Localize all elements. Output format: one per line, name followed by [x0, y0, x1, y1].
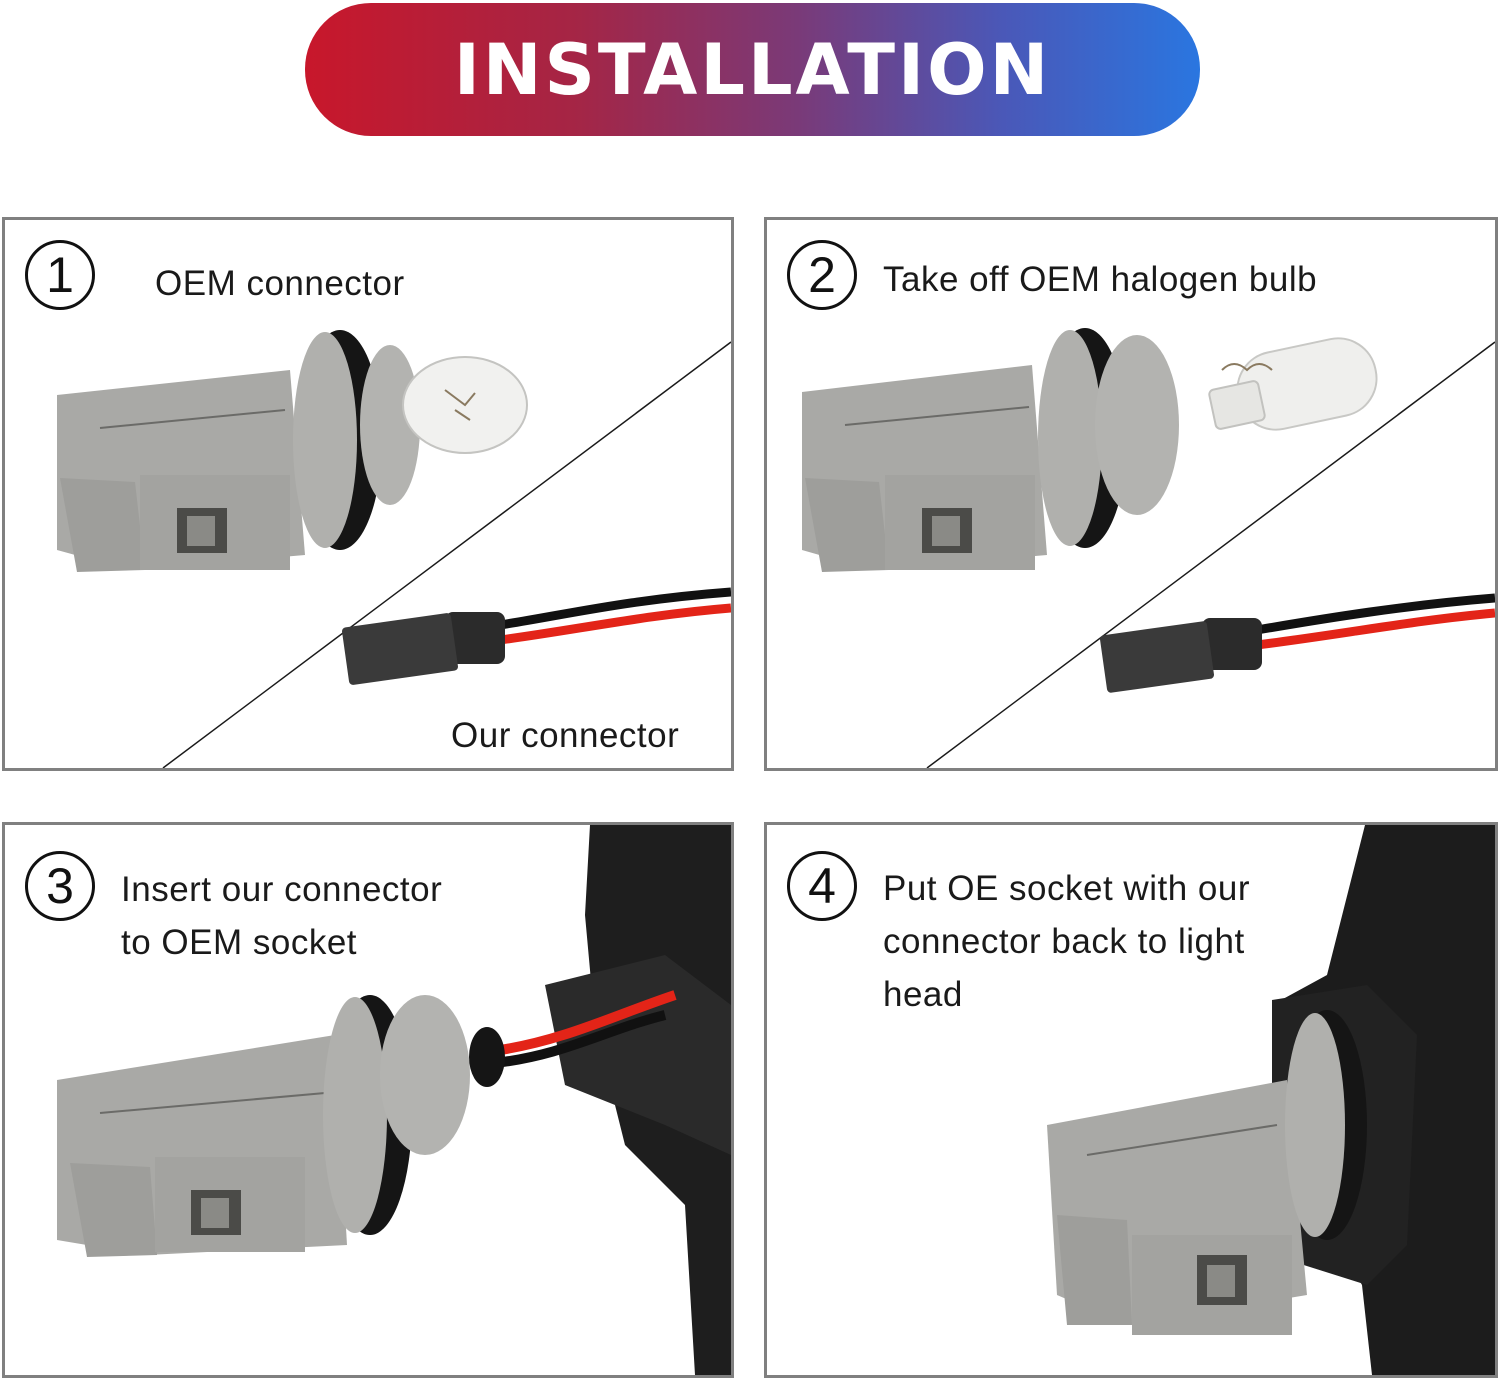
oem-connector-illustration [57, 330, 731, 768]
step-3-caption-line-2: to OEM socket [121, 923, 358, 962]
step-4-caption-line-1: Put OE socket with our [883, 869, 1250, 908]
step-4-caption-line-2: connector back to light [883, 922, 1245, 961]
step-number-badge: 2 [787, 240, 857, 310]
reassemble-illustration [1047, 825, 1495, 1375]
step-panel-2: 2 Take off OEM halogen bulb [764, 217, 1498, 771]
title-banner: INSTALLATION [305, 3, 1200, 136]
step-panel-3: 3 Insert our connector to OEM socket [2, 822, 734, 1378]
remove-bulb-illustration [802, 328, 1495, 768]
step-panel-1: 1 OEM connector Our connector [2, 217, 734, 771]
step-4-caption-line-3: head [883, 975, 963, 1014]
step-3-caption-line-1: Insert our connector [121, 870, 443, 909]
step-number-badge: 3 [25, 851, 95, 921]
step-number-badge: 1 [25, 240, 95, 310]
step-number-badge: 4 [787, 851, 857, 921]
insert-connector-illustration [57, 825, 731, 1375]
banner-title: INSTALLATION [453, 28, 1052, 111]
step-panel-4: 4 Put OE socket with our connector back … [764, 822, 1498, 1378]
step-2-caption: Take off OEM halogen bulb [883, 260, 1318, 299]
our-connector-caption: Our connector [451, 716, 680, 755]
step-1-caption: OEM connector [155, 264, 405, 303]
